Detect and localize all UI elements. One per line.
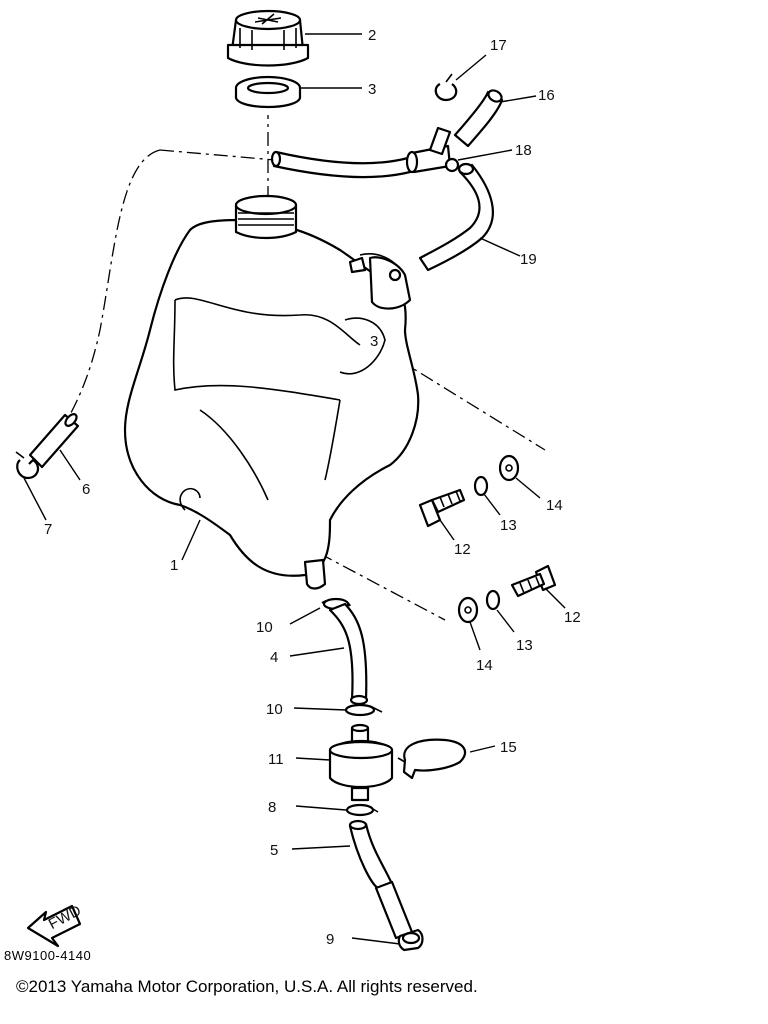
vent-hose-left — [15, 413, 80, 480]
breather-hose-16 — [434, 73, 504, 148]
label-7: 7 — [44, 521, 52, 538]
label-2: 2 — [368, 27, 376, 44]
fuel-cap — [226, 9, 310, 67]
label-14-lower: 14 — [476, 657, 493, 674]
label-1: 1 — [170, 557, 178, 574]
hose-clamp-8 — [345, 803, 379, 817]
label-15: 15 — [500, 739, 517, 756]
plug-9 — [397, 928, 424, 952]
label-8: 8 — [268, 799, 276, 816]
tee-joint — [405, 126, 460, 174]
breather-hose-19 — [418, 162, 494, 272]
fuel-tank — [123, 194, 420, 590]
part-number-labels: 2 3 17 16 18 19 3 6 7 1 10 4 10 11 8 5 9… — [44, 27, 581, 948]
label-5: 5 — [270, 842, 278, 859]
copyright-notice: ©2013 Yamaha Motor Corporation, U.S.A. A… — [16, 977, 478, 996]
bolt-set-lower — [457, 564, 557, 624]
breather-hose-upper — [270, 150, 412, 179]
cap-gasket — [234, 75, 302, 109]
label-10-lower: 10 — [266, 701, 283, 718]
label-3: 3 — [368, 81, 376, 98]
fuel-hose-5 — [348, 819, 414, 940]
label-3-tank: 3 — [370, 333, 378, 350]
label-18: 18 — [515, 142, 532, 159]
label-12-upper: 12 — [454, 541, 471, 558]
label-11: 11 — [268, 751, 284, 768]
label-16: 16 — [538, 87, 555, 104]
hose-clamp-10-lower — [344, 703, 383, 717]
forward-arrow-icon: FWD — [26, 902, 84, 948]
diagram-code: 8W9100-4140 — [4, 948, 92, 963]
bolt-set-upper — [418, 454, 520, 528]
filter-clip — [397, 738, 467, 780]
label-9: 9 — [326, 931, 334, 948]
fuel-hose-4 — [321, 597, 369, 706]
label-4: 4 — [270, 649, 278, 666]
label-17: 17 — [490, 37, 507, 54]
label-6: 6 — [82, 481, 90, 498]
label-12-lower: 12 — [564, 609, 581, 626]
leader-lines — [23, 33, 566, 945]
label-13-lower: 13 — [516, 637, 533, 654]
label-10-upper: 10 — [256, 619, 273, 636]
label-14-upper: 14 — [546, 497, 563, 514]
label-13-upper: 13 — [500, 517, 517, 534]
fuel-filter — [328, 723, 394, 802]
label-19: 19 — [520, 251, 537, 268]
